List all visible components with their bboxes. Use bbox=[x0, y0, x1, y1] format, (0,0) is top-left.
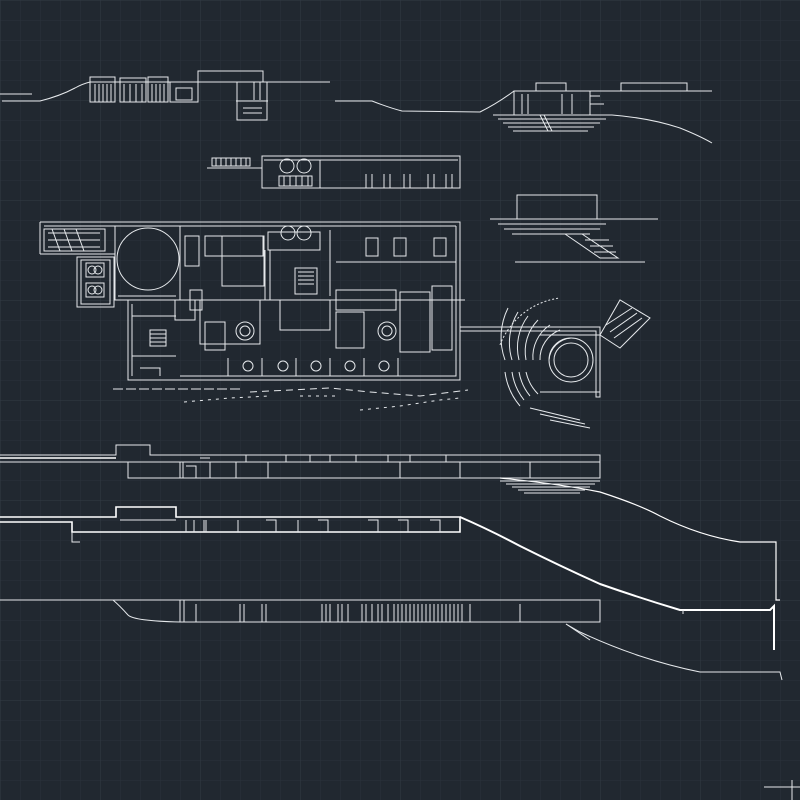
small-section[interactable] bbox=[207, 155, 461, 189]
elevation-top-right[interactable] bbox=[335, 82, 713, 144]
elevation-top-left[interactable] bbox=[0, 70, 330, 121]
ucs-origin-mark bbox=[764, 780, 800, 800]
long-elevation-3[interactable] bbox=[0, 599, 783, 681]
long-section-1[interactable] bbox=[0, 444, 780, 601]
long-section-2[interactable] bbox=[0, 506, 775, 650]
amphitheater-plan[interactable] bbox=[499, 297, 651, 429]
main-floor-plan[interactable] bbox=[39, 221, 601, 411]
small-elevation-right[interactable] bbox=[490, 194, 658, 263]
